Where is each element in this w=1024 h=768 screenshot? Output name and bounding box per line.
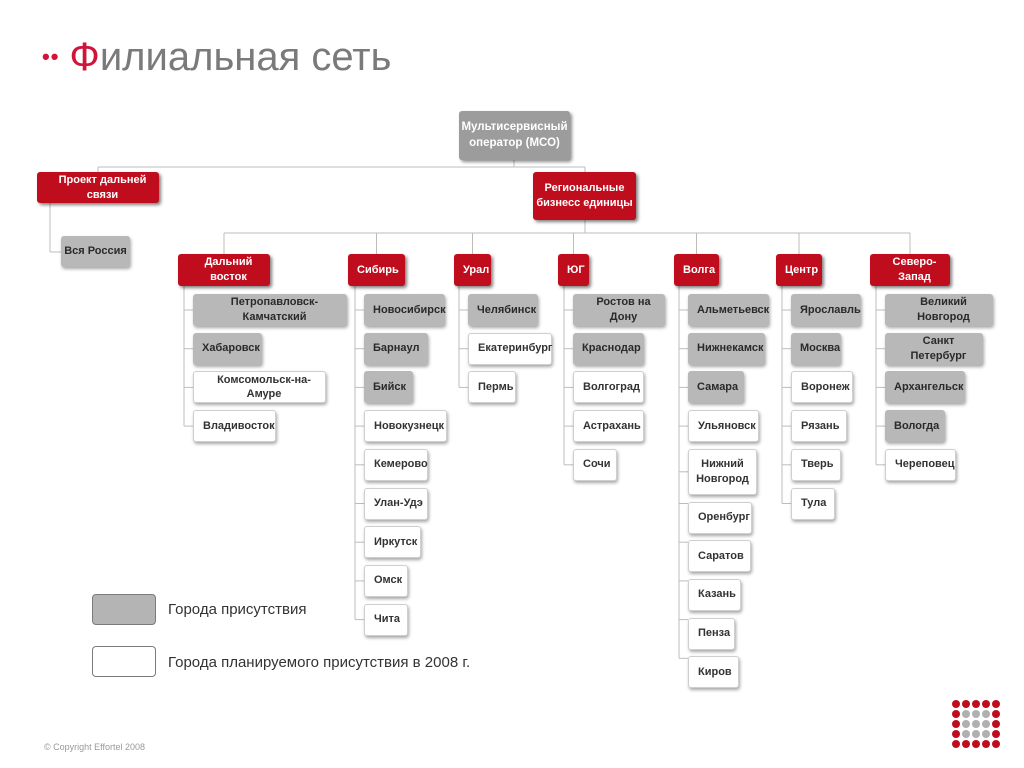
city-node: Ярославль xyxy=(791,294,861,326)
logo-dot xyxy=(962,730,970,738)
title-first-letter: Ф xyxy=(69,34,100,79)
legend-planned-label: Города планируемого присутствия в 2008 г… xyxy=(168,654,471,671)
copyright-text: © Copyright Effortel 2008 xyxy=(44,742,146,752)
logo-dot xyxy=(962,740,970,748)
city-node: Тула xyxy=(791,487,835,520)
city-node: Пенза xyxy=(688,617,735,650)
logo-dot xyxy=(992,720,1000,728)
city-node: Нижний Новгород xyxy=(688,448,757,495)
city-node: Саратов xyxy=(688,540,751,573)
city-node: Киров xyxy=(688,656,739,689)
city-node: Барнаул xyxy=(364,332,428,365)
city-node: Новокузнецк xyxy=(364,410,447,443)
logo-dot xyxy=(962,710,970,718)
region-header: Дальний восток xyxy=(178,254,270,286)
city-node: Москва xyxy=(791,332,841,365)
city-node: Новосибирск xyxy=(364,294,446,326)
city-node: Омск xyxy=(364,564,408,597)
logo-dot xyxy=(972,720,980,728)
city-node: Хабаровск xyxy=(193,332,262,365)
logo-dot xyxy=(952,720,960,728)
logo-dot xyxy=(982,710,990,718)
region-header: ЮГ xyxy=(558,254,589,286)
logo-dot xyxy=(992,730,1000,738)
city-node: Кемерово xyxy=(364,448,428,481)
logo-dot xyxy=(992,710,1000,718)
logo-dot xyxy=(972,700,980,708)
logo-dot xyxy=(952,700,960,708)
legend-present-label: Города присутствия xyxy=(168,601,307,618)
city-node: Тверь xyxy=(791,448,841,481)
logo-dot xyxy=(972,740,980,748)
region-header: Волга xyxy=(674,254,719,286)
city-node: Екатеринбург xyxy=(468,332,553,365)
logo-dot xyxy=(982,700,990,708)
region-header: Сибирь xyxy=(348,254,405,286)
city-node: Бийск xyxy=(364,371,413,404)
city-node: Волгоград xyxy=(573,371,644,404)
logo-dot xyxy=(952,710,960,718)
legend-present-swatch xyxy=(92,594,156,625)
logo-dot xyxy=(952,740,960,748)
root-node-mso: Мультисервисный оператор (МСО) xyxy=(459,111,570,160)
city-node: Альметьевск xyxy=(688,294,769,326)
city-node: Владивосток xyxy=(193,410,276,443)
city-node: Казань xyxy=(688,578,741,611)
city-node: Самара xyxy=(688,371,744,404)
city-node: Рязань xyxy=(791,410,847,443)
city-node: Чита xyxy=(364,603,408,636)
legend-planned-swatch xyxy=(92,646,156,677)
region-header: Центр xyxy=(776,254,822,286)
city-node: Иркутск xyxy=(364,526,421,559)
logo-dot xyxy=(982,720,990,728)
city-node: Воронеж xyxy=(791,371,853,404)
city-node: Архангельск xyxy=(885,371,965,404)
city-node: Улан-Удэ xyxy=(364,487,428,520)
city-node: Вологда xyxy=(885,410,945,443)
city-node: Ульяновск xyxy=(688,410,759,443)
long-distance-node-all-russia: Вся Россия xyxy=(61,236,130,267)
title-text: илиальная сеть xyxy=(99,34,392,79)
title-bullet-dots: •• xyxy=(42,44,60,69)
logo-dot xyxy=(992,700,1000,708)
city-node: Челябинск xyxy=(468,294,538,326)
city-node: Петропавловск-Камчатский xyxy=(193,294,347,326)
page-title: •• Ф илиальная сеть xyxy=(42,34,391,80)
city-node: Сочи xyxy=(573,448,617,481)
region-header: Северо-Запад xyxy=(870,254,950,286)
branch-long-distance: Проект дальней связи xyxy=(37,172,159,203)
city-node: Оренбург xyxy=(688,501,752,534)
logo-dot xyxy=(962,720,970,728)
logo-dot xyxy=(972,730,980,738)
company-logo-dots xyxy=(952,700,1000,748)
region-header: Урал xyxy=(454,254,491,286)
city-node: Нижнекамск xyxy=(688,332,765,365)
logo-dot xyxy=(952,730,960,738)
branch-regional-units: Региональные бизнесс единицы xyxy=(533,172,636,220)
logo-dot xyxy=(982,730,990,738)
logo-dot xyxy=(982,740,990,748)
logo-dot xyxy=(972,710,980,718)
city-node: Череповец xyxy=(885,448,956,481)
city-node: Краснодар xyxy=(573,332,644,365)
city-node: Пермь xyxy=(468,371,516,404)
city-node: Комсомольск-на-Амуре xyxy=(193,371,326,404)
city-node: Ростов на Дону xyxy=(573,294,665,326)
logo-dot xyxy=(992,740,1000,748)
city-node: Санкт Петербург xyxy=(885,332,983,365)
logo-dot xyxy=(962,700,970,708)
city-node: Великий Новгород xyxy=(885,294,993,326)
city-node: Астрахань xyxy=(573,410,644,443)
